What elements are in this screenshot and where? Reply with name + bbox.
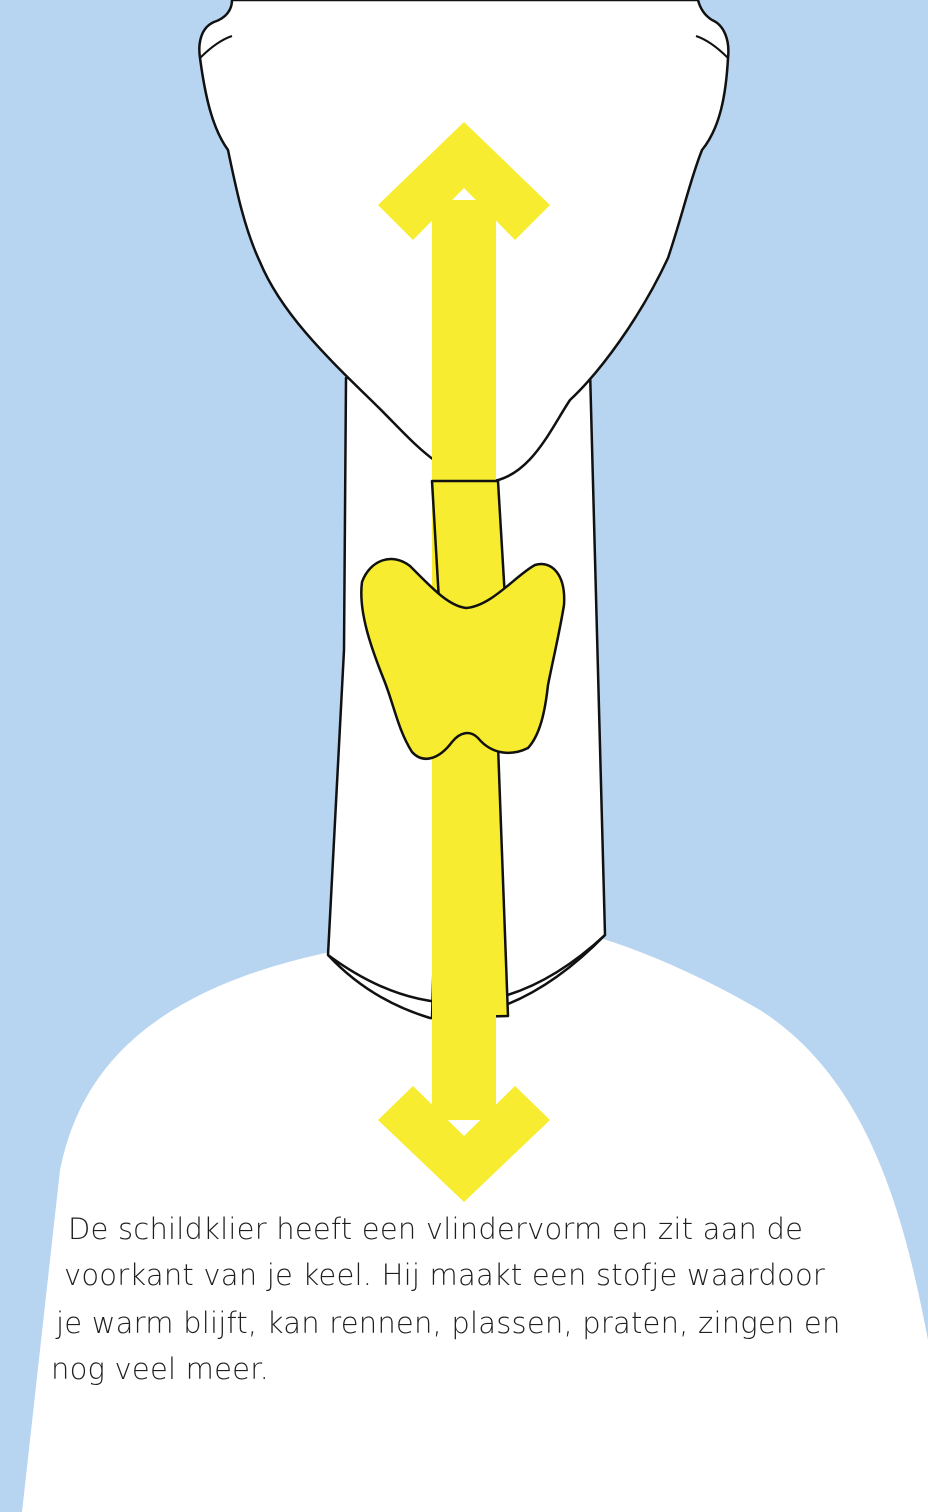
thyroid-illustration <box>0 0 928 1512</box>
